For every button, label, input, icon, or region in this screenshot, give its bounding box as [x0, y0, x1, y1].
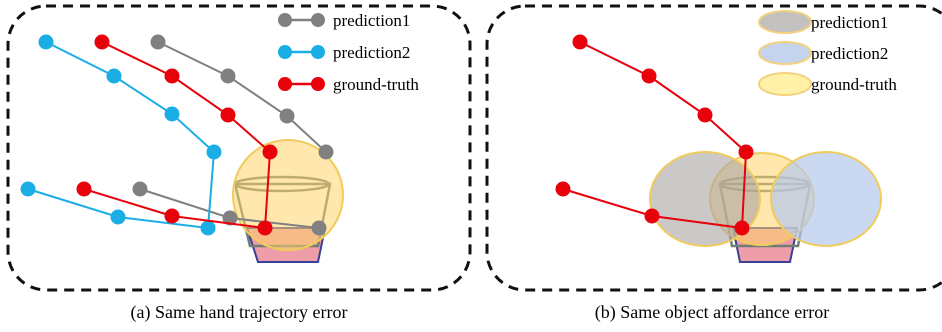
- ground-truth-point: [257, 220, 273, 236]
- legend-item-ground-truth: ground-truth: [758, 72, 897, 96]
- legend-item-ground-truth: ground-truth: [278, 75, 419, 94]
- panel-b-legend: prediction1 prediction2 ground-truth: [758, 10, 897, 96]
- legend-swatch: [758, 10, 812, 34]
- prediction2-point: [106, 68, 122, 84]
- ground-truth-point: [262, 144, 278, 160]
- panel-a: prediction1 prediction2 ground-truth (a)…: [6, 4, 472, 323]
- prediction1-point: [318, 144, 334, 160]
- prediction2-point: [200, 220, 216, 236]
- ground-truth-point: [572, 34, 588, 50]
- prediction1-point: [132, 181, 148, 197]
- legend-marker: [311, 13, 325, 27]
- legend-label: prediction1: [333, 11, 410, 30]
- legend-item-prediction1: prediction1: [278, 11, 410, 30]
- prediction2-point: [164, 106, 180, 122]
- prediction2-point: [20, 181, 36, 197]
- prediction2-point: [110, 209, 126, 225]
- ground-truth-point: [641, 68, 657, 84]
- ground-truth-point: [697, 107, 713, 123]
- legend-swatch: [758, 72, 812, 96]
- legend-item-prediction2: prediction2: [758, 41, 888, 65]
- legend-marker: [311, 45, 325, 59]
- prediction2-point: [38, 34, 54, 50]
- panel-a-caption: (a) Same hand trajectory error: [131, 302, 348, 323]
- legend-item-prediction1: prediction1: [758, 10, 888, 34]
- legend-label: ground-truth: [811, 75, 897, 94]
- ground-truth-point: [220, 107, 236, 123]
- ground-truth-point: [734, 220, 750, 236]
- prediction2-trajectory: [20, 34, 222, 236]
- legend-label: prediction1: [811, 13, 888, 32]
- panel-a-border: [6, 4, 472, 292]
- legend-label: prediction2: [333, 43, 410, 62]
- prediction2-upper-path: [45, 41, 216, 229]
- ground-truth-point: [76, 181, 92, 197]
- prediction1-upper-path: [157, 41, 327, 153]
- legend-item-prediction2: prediction2: [278, 43, 410, 62]
- ground-truth-point: [164, 208, 180, 224]
- ground-truth-trajectory: [76, 34, 278, 236]
- legend-label: ground-truth: [333, 75, 419, 94]
- ground-truth-point: [738, 144, 754, 160]
- prediction1-affordance-region: [649, 151, 761, 247]
- legend-marker: [278, 45, 292, 59]
- prediction1-point: [222, 210, 238, 226]
- legend-marker: [278, 77, 292, 91]
- legend-marker: [311, 77, 325, 91]
- prediction2-affordance-region: [770, 151, 882, 247]
- ground-truth-point: [644, 208, 660, 224]
- ground-truth-trajectory: [555, 34, 754, 236]
- legend-label: prediction2: [811, 44, 888, 63]
- prediction1-point: [311, 220, 327, 236]
- prediction1-point: [150, 34, 166, 50]
- panel-b-caption: (b) Same object affordance error: [595, 302, 830, 323]
- prediction1-point: [279, 108, 295, 124]
- panel-b: prediction1 prediction2 ground-truth (b)…: [485, 4, 942, 323]
- ground-truth-point: [94, 34, 110, 50]
- ground-truth-point: [555, 181, 571, 197]
- legend-swatch: [758, 41, 812, 65]
- prediction2-point: [206, 144, 222, 160]
- prediction1-point: [220, 68, 236, 84]
- prediction1-trajectory: [132, 34, 334, 236]
- panel-b-border: [485, 4, 942, 292]
- panel-a-legend: prediction1 prediction2 ground-truth: [278, 11, 419, 94]
- legend-marker: [278, 13, 292, 27]
- ground-truth-point: [164, 68, 180, 84]
